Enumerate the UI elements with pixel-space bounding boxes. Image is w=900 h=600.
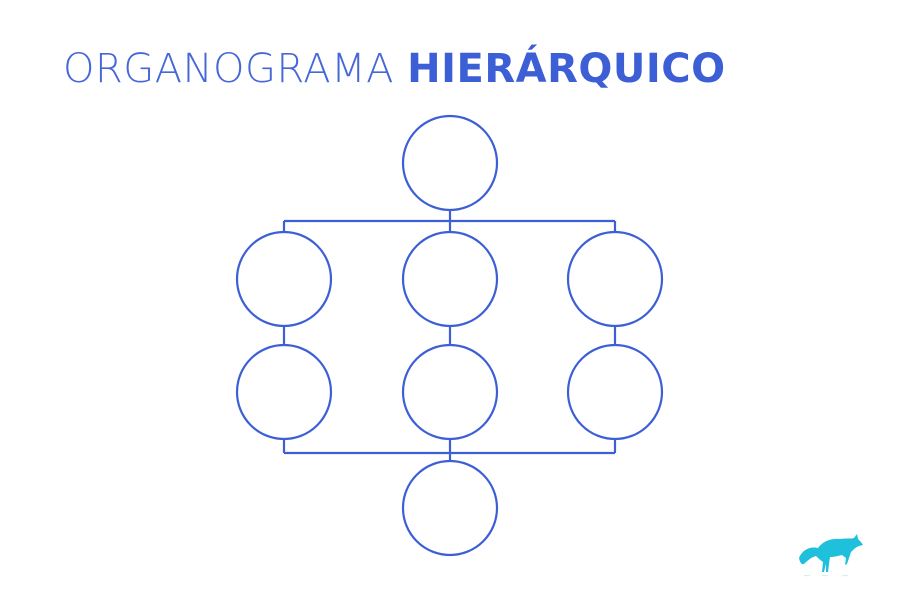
node-row2-right: [566, 343, 664, 441]
node-bottom: [401, 459, 499, 557]
node-row1-center: [401, 230, 499, 328]
nodes: [235, 114, 664, 557]
page-title: ORGANOGRAMA HIERÁRQUICO: [63, 44, 726, 94]
node-row1-right: [566, 230, 664, 328]
node-row1-left: [235, 230, 333, 328]
node-row2-left: [235, 343, 333, 441]
node-top: [401, 114, 499, 212]
node-row2-center: [401, 343, 499, 441]
title-light-part: ORGANOGRAMA: [63, 46, 394, 92]
connectors: [282, 210, 617, 461]
title-bold-part: HIERÁRQUICO: [407, 46, 726, 92]
leaping-fox-icon: [799, 534, 863, 577]
